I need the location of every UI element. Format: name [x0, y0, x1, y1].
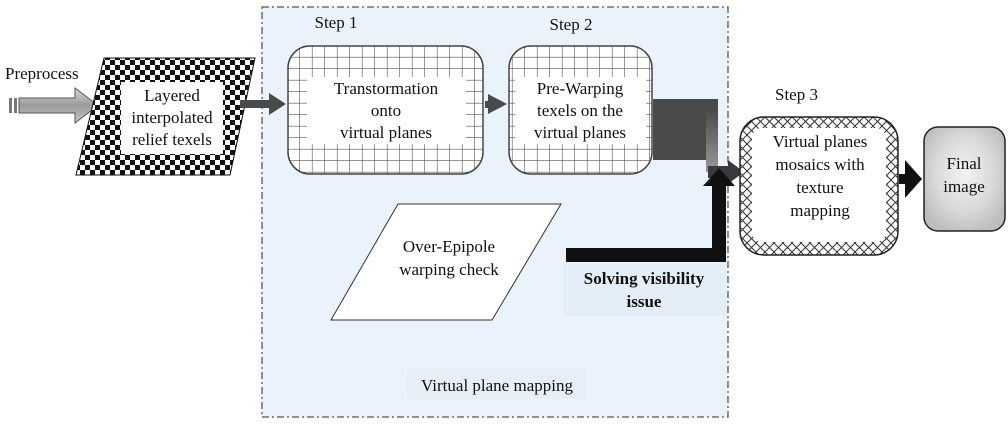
input-text-background: [121, 82, 223, 154]
step2-line-1: Pre-Warping: [537, 79, 624, 98]
final-line-2: image: [943, 177, 985, 196]
arrow-step2-to-step3-descent: [706, 110, 718, 172]
step1-text: Transtormation onto virtual planes: [334, 79, 439, 142]
step1-line-2: onto: [371, 101, 401, 120]
arrow-step1-to-step2: [485, 94, 507, 114]
group-label: Virtual plane mapping: [421, 376, 573, 395]
input-line-1: Layered: [144, 86, 200, 105]
visibility-line-2: issue: [627, 292, 662, 311]
final-image-box: [923, 126, 1006, 232]
step1-line-3: virtual planes: [340, 123, 432, 142]
visibility-label: Solving visibility issue: [584, 269, 705, 311]
step3-line-2: mosaics with: [775, 155, 865, 174]
step1-text-background: [307, 77, 466, 144]
group-label-background: [407, 369, 587, 399]
step2-text-background: [515, 77, 646, 144]
check-line-2: warping check: [399, 260, 499, 279]
input-line-2: interpolated: [131, 108, 213, 127]
arrow-step3-to-final: [899, 160, 922, 198]
check-line-1: Over-Epipole: [403, 237, 495, 256]
arrow-step2-to-step3: [653, 99, 718, 172]
step3-text: Virtual planes mosaics with texture mapp…: [773, 132, 868, 220]
step3-text-background: [752, 128, 886, 242]
visibility-label-background: [563, 264, 726, 316]
arrow-input-to-step1: [240, 93, 286, 115]
step3-line-4: mapping: [790, 201, 850, 220]
step3-line-1: Virtual planes: [773, 132, 868, 151]
input-texels-text: Layered interpolated relief texels: [131, 86, 213, 149]
over-epipole-check-text: Over-Epipole warping check: [399, 237, 499, 279]
final-line-1: Final: [947, 154, 982, 173]
preprocess-label: Preprocess: [5, 64, 79, 83]
visibility-line-1: Solving visibility: [584, 269, 705, 288]
step2-text: Pre-Warping texels on the virtual planes: [534, 79, 626, 142]
step3-title: Step 3: [775, 85, 818, 104]
input-line-3: relief texels: [132, 130, 212, 149]
step2-line-2: texels on the: [537, 101, 623, 120]
step2-line-3: virtual planes: [534, 123, 626, 142]
final-image-text: Final image: [943, 154, 985, 196]
step1-title: Step 1: [315, 13, 358, 32]
step2-title: Step 2: [550, 15, 593, 34]
over-epipole-check-shape: [330, 203, 562, 321]
arrow-visibility-to-step3: [566, 186, 726, 262]
step1-line-1: Transtormation: [334, 79, 439, 98]
arrow-visibility-head: [703, 168, 735, 186]
preprocess-arrow: [9, 86, 99, 125]
step3-line-3: texture: [796, 178, 843, 197]
